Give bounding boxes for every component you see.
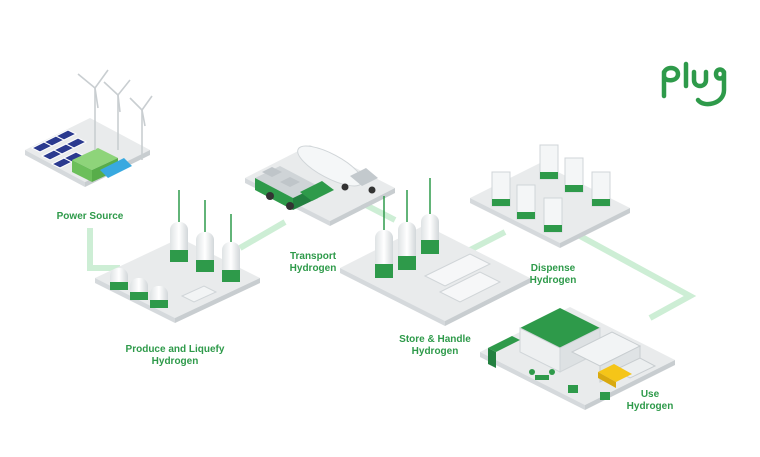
hydro-plant <box>72 148 132 182</box>
label-line: Transport <box>289 251 337 262</box>
path-dispense-to-use <box>578 233 697 321</box>
label-line: Use <box>640 389 660 400</box>
green-truck <box>255 166 334 210</box>
transport-truck-illustration <box>245 145 395 226</box>
storage-tanks <box>375 178 439 278</box>
production-tanks <box>110 190 240 308</box>
label-line: Power Source <box>56 211 124 222</box>
label-store-handle: Store & Handle Hydrogen <box>380 334 490 358</box>
wind-turbines <box>77 69 153 160</box>
tanker-truck <box>297 145 378 194</box>
label-line: Hydrogen <box>529 275 577 286</box>
dispenser-station-illustration <box>470 144 630 248</box>
power-source-illustration <box>25 69 153 187</box>
yellow-taxi <box>598 364 632 388</box>
forklifts <box>568 385 610 400</box>
warehouse-use-illustration <box>480 307 675 410</box>
label-dispense: Dispense Hydrogen <box>508 263 598 287</box>
solar-panels <box>30 129 88 169</box>
dispensers <box>491 144 611 233</box>
path-produce-to-transport <box>238 219 287 251</box>
path-store-to-dispense <box>468 229 507 253</box>
label-line: Hydrogen <box>411 346 459 357</box>
label-line: Store & Handle <box>399 334 471 345</box>
label-line: Hydrogen <box>626 401 674 412</box>
label-line: Hydrogen <box>151 356 199 367</box>
storage-facility-illustration <box>340 178 530 326</box>
label-power-source: Power Source <box>40 211 140 223</box>
plug-logo <box>661 61 727 107</box>
label-transport: Transport Hydrogen <box>268 251 358 275</box>
trailer-pads <box>423 253 502 303</box>
label-line: Hydrogen <box>289 263 337 274</box>
label-produce-liquefy: Produce and Liquefy Hydrogen <box>110 344 240 368</box>
label-line: Dispense <box>530 263 576 274</box>
label-line: Produce and Liquefy <box>125 344 225 355</box>
produce-plant-illustration <box>95 190 260 323</box>
label-use: Use Hydrogen <box>615 389 685 413</box>
path-power-to-produce <box>87 228 120 271</box>
drone <box>529 369 555 380</box>
